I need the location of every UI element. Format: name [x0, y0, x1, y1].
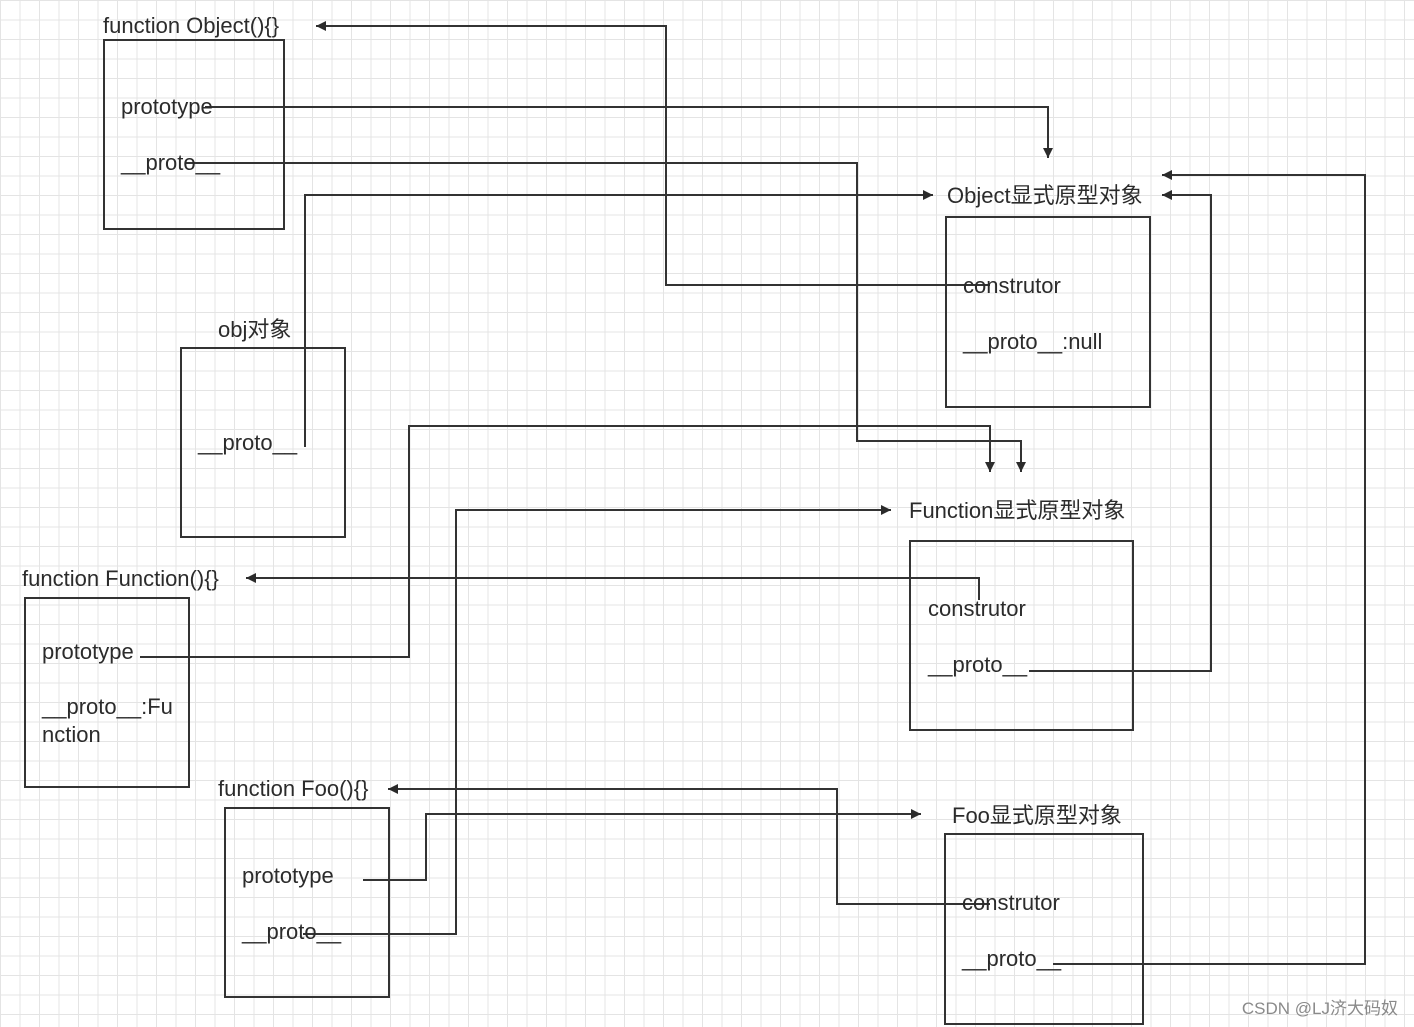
object-function-title: function Object(){}	[103, 13, 280, 38]
obj-title: obj对象	[218, 317, 292, 342]
edge-obj-proto	[304, 190, 933, 447]
edge-function-prototype	[140, 425, 995, 658]
function-prototype-proto-field: __proto__	[928, 652, 1028, 677]
object-function-prototype-field: prototype	[121, 94, 213, 119]
foo-prototype-constructor-field: construtor	[962, 890, 1060, 915]
edge-object-constructor	[316, 21, 990, 286]
edge-foo-constructor	[388, 784, 990, 905]
obj-proto-field: __proto__	[198, 430, 298, 455]
edge-object-prototype	[205, 106, 1053, 158]
foo-function-proto-field: __proto__	[242, 919, 342, 944]
foo-function-title: function Foo(){}	[218, 776, 369, 801]
object-function-proto-field: __proto__	[121, 150, 221, 175]
edge-foo-proto	[303, 505, 891, 935]
function-function-box: prototype __proto__:Function	[24, 597, 190, 788]
object-prototype-title: Object显式原型对象	[947, 183, 1143, 208]
object-prototype-proto-field: __proto__:null	[963, 329, 1103, 354]
edge-function-proto-proto	[1029, 190, 1212, 672]
edge-function-constructor	[246, 573, 980, 600]
object-prototype-constructor-field: construtor	[963, 273, 1061, 298]
object-prototype-box: construtor __proto__:null	[945, 216, 1151, 408]
obj-box: __proto__	[180, 347, 346, 538]
function-prototype-box: construtor __proto__	[909, 540, 1134, 731]
foo-function-prototype-field: prototype	[242, 863, 334, 888]
function-function-prototype-field: prototype	[42, 639, 134, 664]
function-function-title: function Function(){}	[22, 566, 219, 591]
watermark: CSDN @LJ济大码奴	[1241, 999, 1398, 1018]
edge-foo-proto-proto	[1053, 170, 1366, 965]
foo-prototype-title: Foo显式原型对象	[952, 803, 1122, 828]
function-prototype-title: Function显式原型对象	[909, 498, 1126, 523]
object-function-box: prototype __proto__	[103, 39, 285, 230]
function-prototype-constructor-field: construtor	[928, 596, 1026, 621]
foo-prototype-box: construtor __proto__	[944, 833, 1144, 1025]
edge-foo-prototype	[363, 809, 921, 881]
function-function-proto-field: __proto__:Function	[42, 694, 173, 747]
edge-object-proto	[185, 162, 1026, 472]
foo-prototype-proto-field: __proto__	[962, 946, 1062, 971]
foo-function-box: prototype __proto__	[224, 807, 390, 998]
